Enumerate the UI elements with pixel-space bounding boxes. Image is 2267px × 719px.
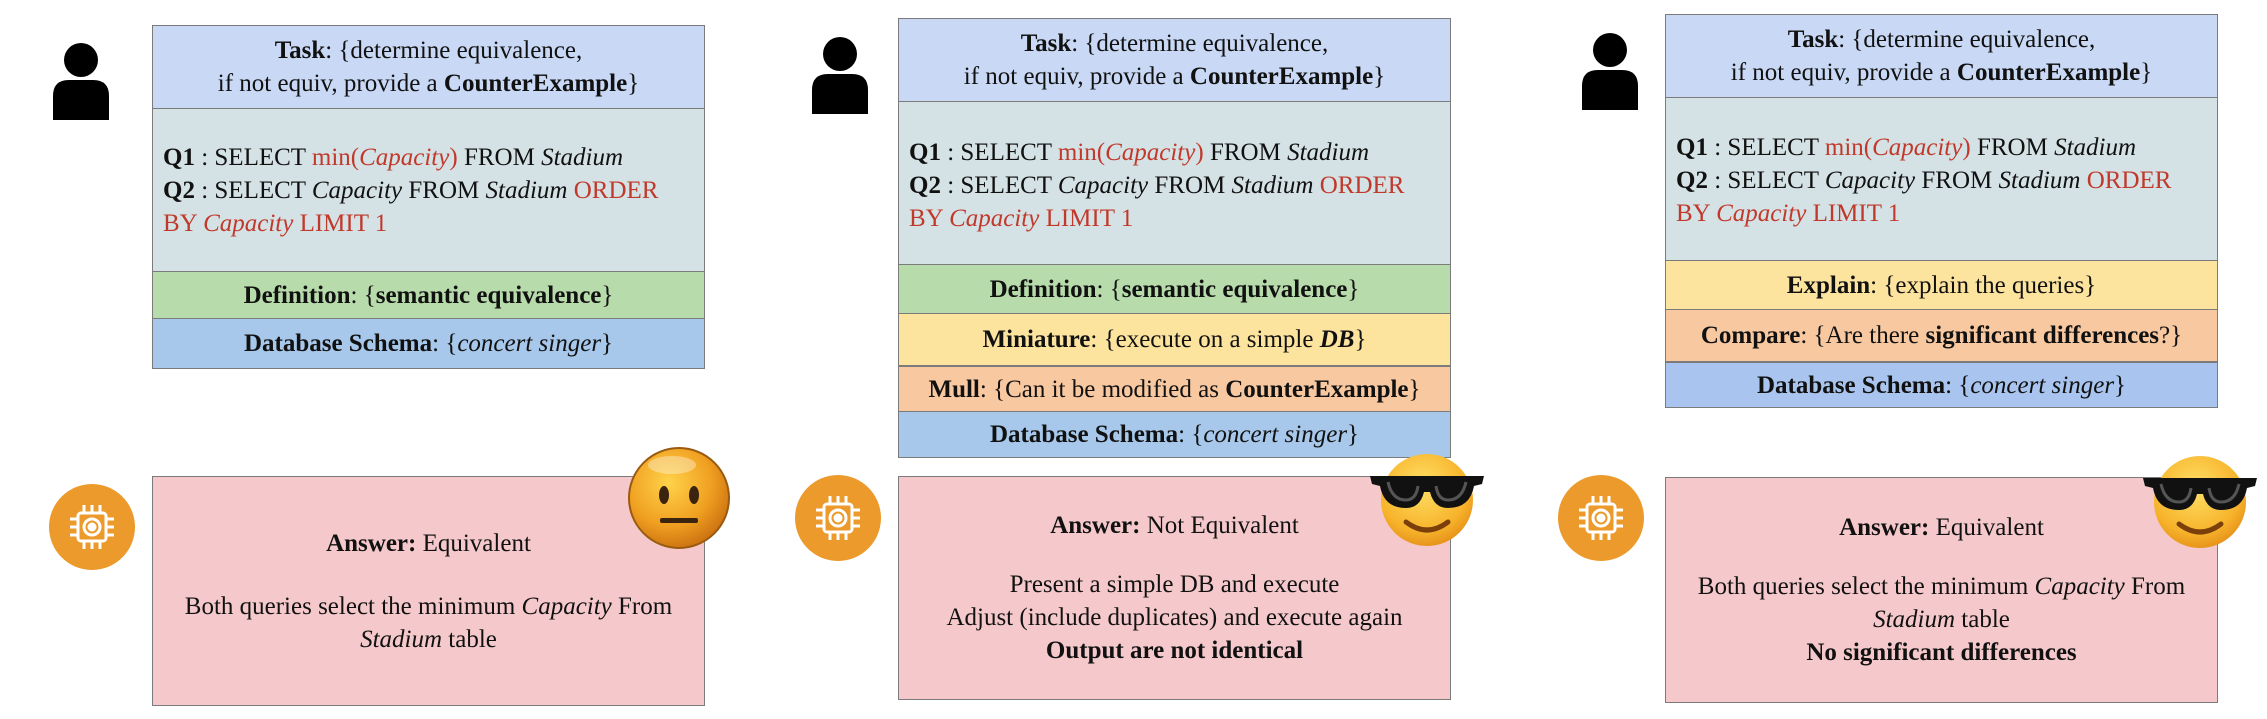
- compare-box: Compare: {Are there significant differen…: [1665, 310, 2218, 362]
- definition-box: Definition: {semantic equivalence}: [152, 271, 705, 319]
- miniature-box: Miniature: {execute on a simple DB}: [898, 314, 1451, 366]
- user-icon: [51, 40, 111, 120]
- query-2: Q2 : SELECT Capacity FROM Stadium ORDER: [163, 177, 659, 204]
- queries-box: Q1 : SELECT min(Capacity) FROM Stadium Q…: [152, 109, 705, 271]
- task-box: Task: {determine equivalence, if not equ…: [152, 25, 705, 109]
- chip-bot-icon: [1558, 475, 1644, 561]
- answer-box: Answer: Not Equivalent Present a simple …: [898, 476, 1451, 700]
- query-2: Q2 : SELECT Capacity FROM Stadium ORDER: [1676, 167, 2172, 194]
- panel-direct: Task: {determine equivalence, if not equ…: [0, 0, 760, 719]
- definition-box: Definition: {semantic equivalence}: [898, 264, 1451, 314]
- queries-box: Q1 : SELECT min(Capacity) FROM Stadium Q…: [1665, 98, 2218, 260]
- explain-box: Explain: {explain the queries}: [1665, 260, 2218, 310]
- answer-box: Answer: Equivalent Both queries select t…: [152, 476, 705, 706]
- task-box: Task: {determine equivalence, if not equ…: [898, 18, 1451, 102]
- user-icon: [810, 34, 870, 114]
- schema-box: Database Schema: {concert singer}: [152, 319, 705, 369]
- query-2: Q2 : SELECT Capacity FROM Stadium ORDER: [909, 172, 1405, 199]
- query-1: Q1 : SELECT min(Capacity) FROM Stadium: [163, 144, 624, 171]
- panel-explain-compare: Task: {determine equivalence, if not equ…: [1515, 0, 2267, 719]
- schema-box: Database Schema: {concert singer}: [1665, 362, 2218, 408]
- schema-box: Database Schema: {concert singer}: [898, 412, 1451, 458]
- chip-bot-icon: [795, 475, 881, 561]
- mull-box: Mull: {Can it be modified as CounterExam…: [898, 366, 1451, 412]
- query-1: Q1 : SELECT min(Capacity) FROM Stadium: [1676, 134, 2137, 161]
- sunglasses-face-emoji: [2135, 444, 2265, 554]
- queries-box: Q1 : SELECT min(Capacity) FROM Stadium Q…: [898, 102, 1451, 264]
- sunglasses-face-emoji: [1362, 442, 1492, 552]
- chip-bot-icon: [49, 484, 135, 570]
- task-box: Task: {determine equivalence, if not equ…: [1665, 14, 2218, 98]
- user-icon: [1580, 30, 1640, 110]
- neutral-face-emoji: [624, 443, 734, 553]
- panel-miniature-mull: Task: {determine equivalence, if not equ…: [750, 0, 1510, 719]
- query-1: Q1 : SELECT min(Capacity) FROM Stadium: [909, 139, 1370, 166]
- answer-box: Answer: Equivalent Both queries select t…: [1665, 477, 2218, 703]
